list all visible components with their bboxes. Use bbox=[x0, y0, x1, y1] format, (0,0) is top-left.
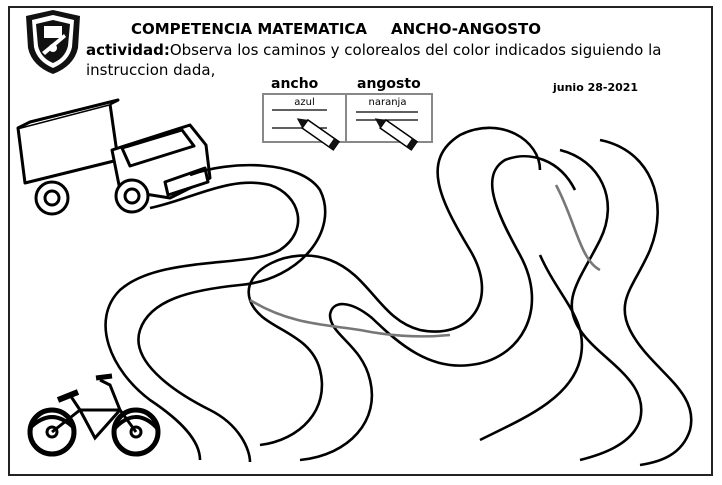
legend-color-narrow: naranja bbox=[368, 97, 407, 108]
legend-sample-narrow bbox=[356, 111, 418, 121]
wide-road bbox=[104, 163, 327, 463]
pencil-icon bbox=[296, 118, 341, 151]
legend-cell-narrow: naranja bbox=[347, 95, 428, 141]
page-subtitle: ANCHO-ANGOSTO bbox=[391, 20, 541, 38]
worksheet-frame bbox=[8, 6, 713, 476]
legend-heading-wide: ancho bbox=[271, 76, 319, 92]
page-title: COMPETENCIA MATEMATICA bbox=[131, 20, 368, 38]
bicycle-icon bbox=[27, 373, 161, 457]
instruction-label: actividad: bbox=[86, 41, 170, 59]
wide-road-right bbox=[479, 138, 693, 467]
wide-road-center bbox=[247, 126, 577, 462]
legend-heading-narrow: angosto bbox=[357, 76, 421, 92]
narrow-road bbox=[249, 184, 601, 338]
date-label: junio 28-2021 bbox=[553, 81, 639, 94]
legend-color-wide: azul bbox=[294, 97, 315, 108]
pencil-icon bbox=[374, 118, 419, 151]
school-crest-icon bbox=[26, 10, 80, 74]
color-legend: azul naranja bbox=[262, 93, 433, 143]
instruction-body: Observa los caminos y colorealos del col… bbox=[86, 41, 662, 79]
truck-icon bbox=[16, 98, 212, 216]
instruction-text: actividad:Observa los caminos y coloreal… bbox=[86, 40, 686, 80]
legend-cell-wide: azul bbox=[264, 95, 347, 141]
